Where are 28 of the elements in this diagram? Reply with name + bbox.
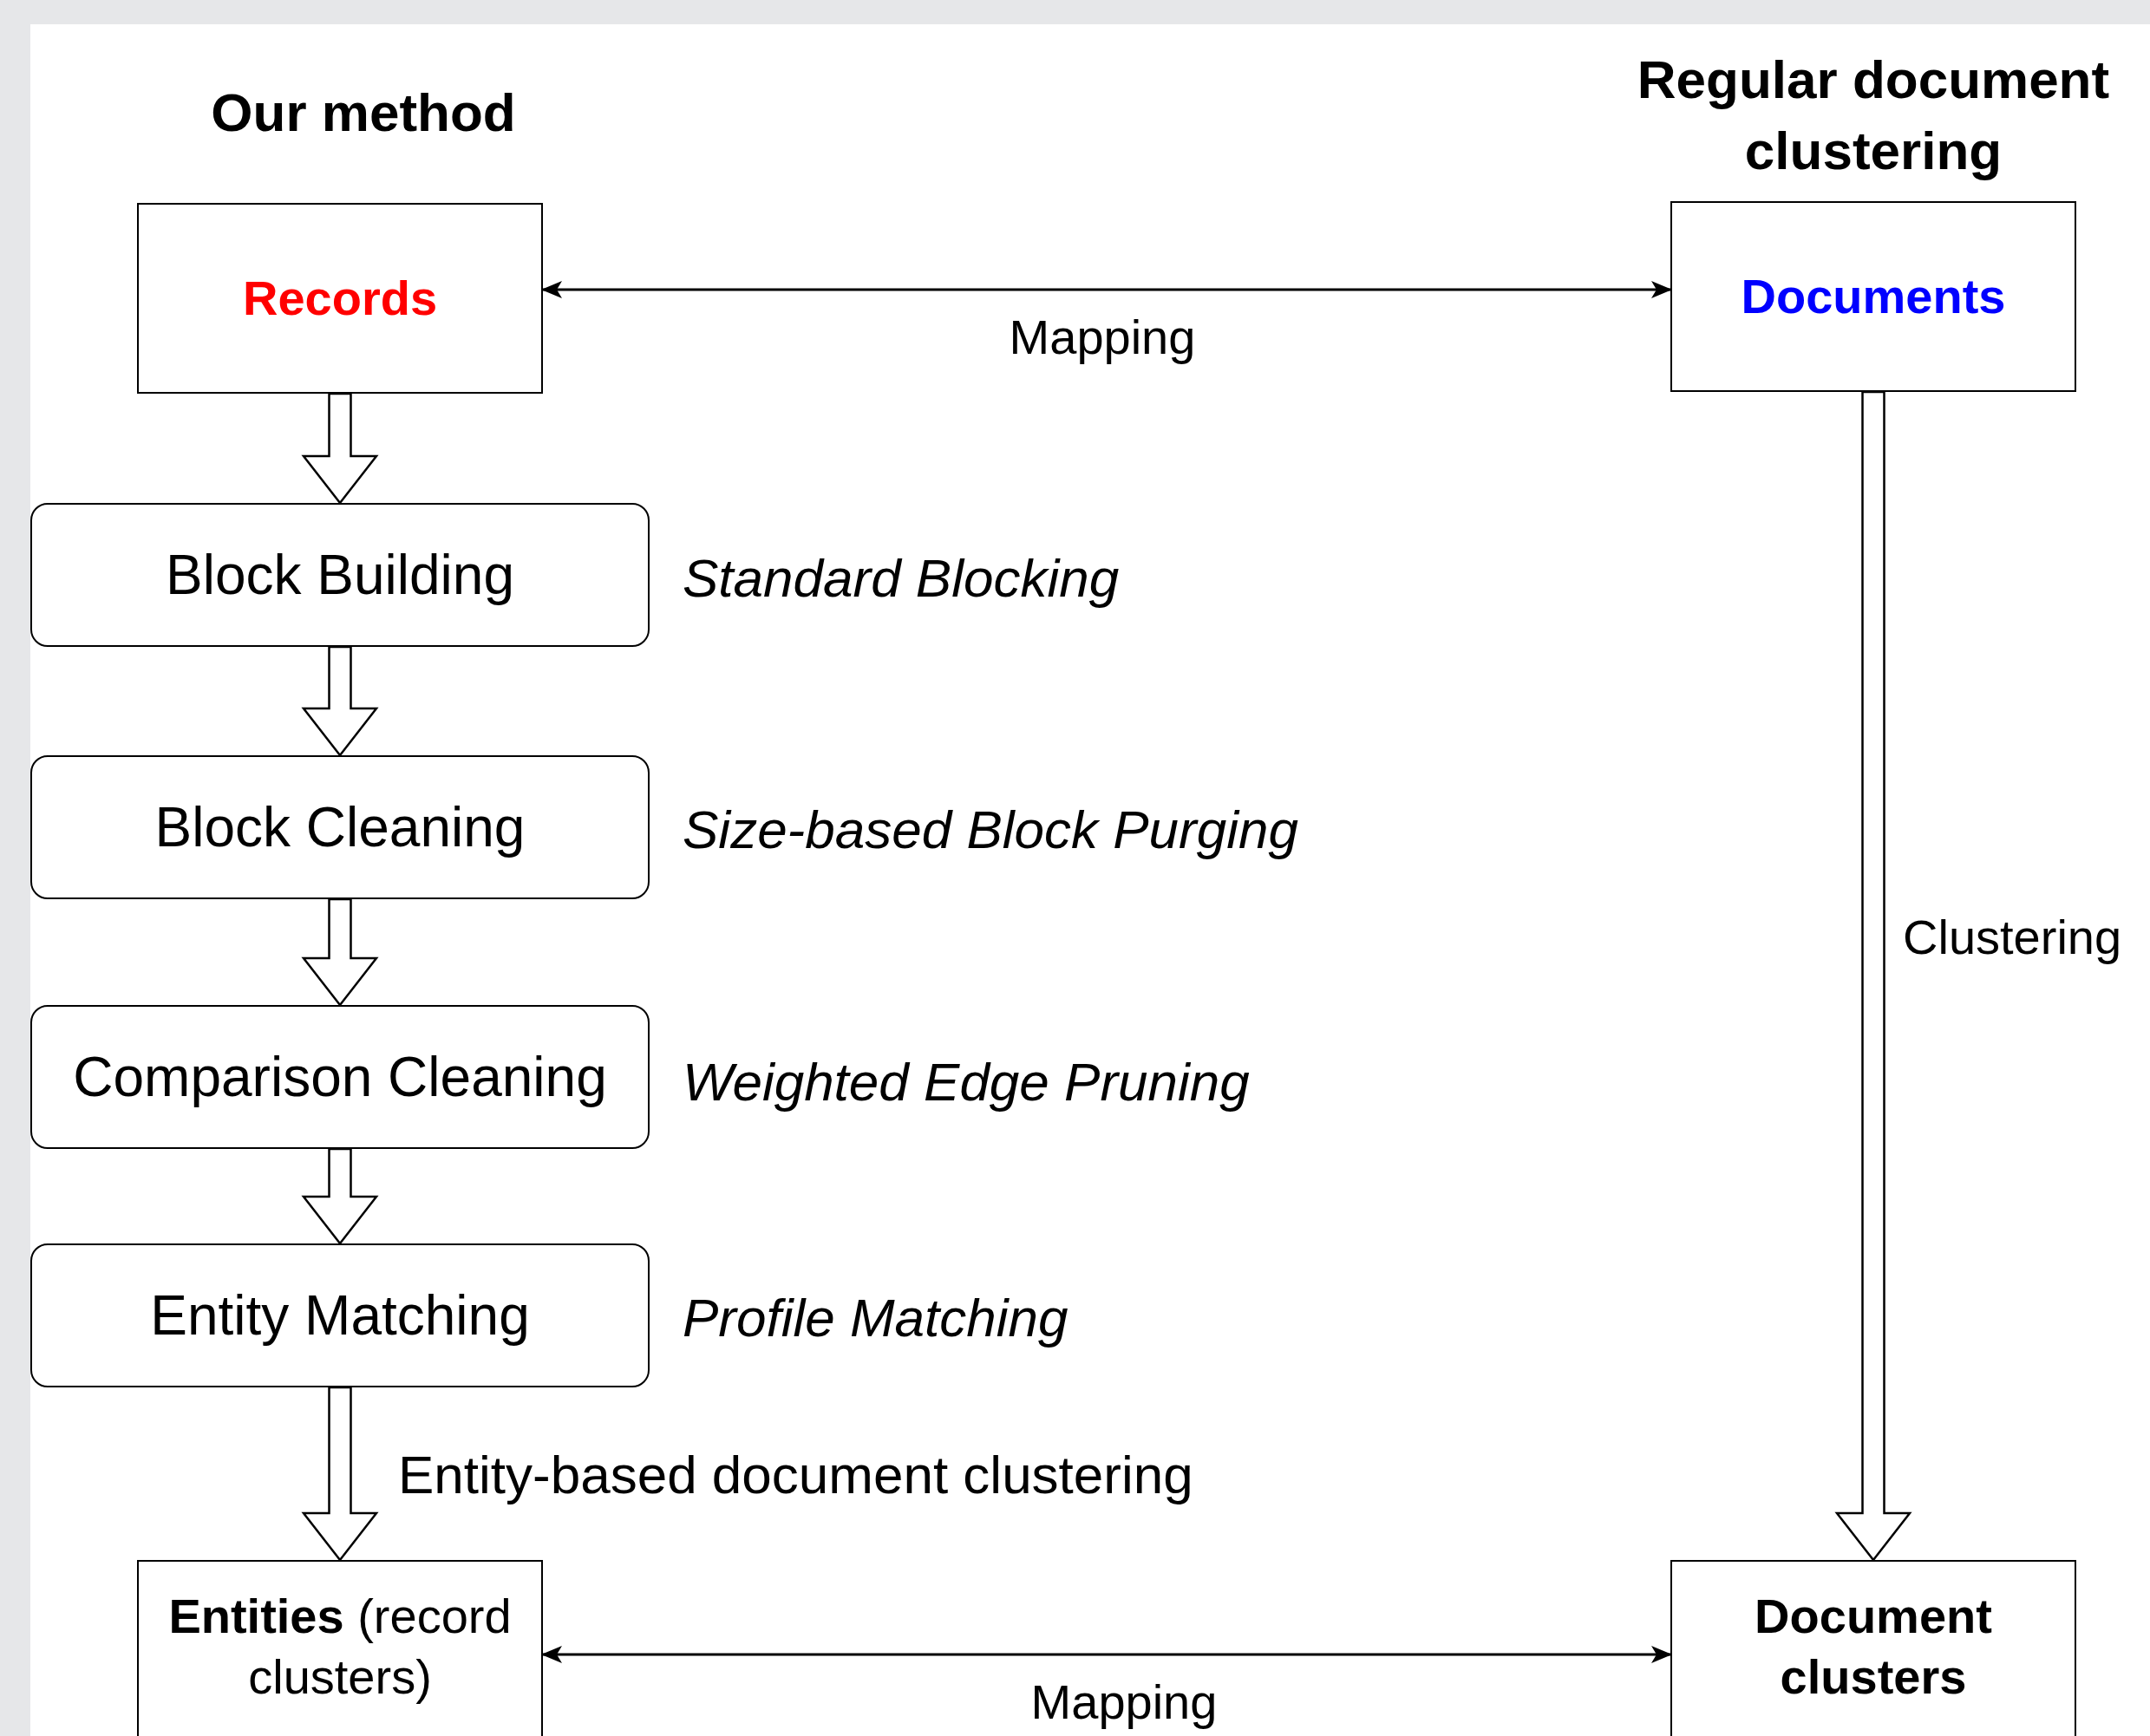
column-heading: Our method	[210, 82, 517, 144]
node-label: Comparison Cleaning	[72, 1045, 608, 1110]
node-label: Documents	[1740, 268, 2007, 325]
method-label: Weighted Edge Pruning	[683, 1050, 1250, 1113]
output-box	[137, 1560, 543, 1736]
method-label: Size-based Block Purging	[683, 798, 1298, 860]
block-arrow	[301, 897, 379, 1008]
node-label: Entity Matching	[149, 1283, 531, 1348]
output-box	[1670, 1560, 2076, 1736]
process-box	[30, 1243, 650, 1387]
process-box	[30, 503, 650, 647]
block-arrow	[301, 645, 379, 758]
input-box	[137, 203, 543, 394]
input-box	[1670, 201, 2076, 392]
node-label: Document clusters	[1754, 1588, 1993, 1706]
node-label: Block Cleaning	[154, 795, 526, 860]
process-box	[30, 1005, 650, 1149]
node-label: Entities (record clusters)	[167, 1588, 513, 1706]
method-label: Profile Matching	[683, 1286, 1068, 1348]
block-arrow	[1834, 390, 1912, 1563]
column-heading: Regular document clustering	[1636, 49, 2111, 182]
block-arrow	[301, 1386, 379, 1563]
node-label: Block Building	[165, 543, 515, 608]
node-label: Records	[241, 270, 439, 327]
block-arrow	[301, 1147, 379, 1246]
process-box	[30, 755, 650, 899]
method-label: Standard Blocking	[683, 546, 1120, 609]
block-arrow	[301, 392, 379, 506]
